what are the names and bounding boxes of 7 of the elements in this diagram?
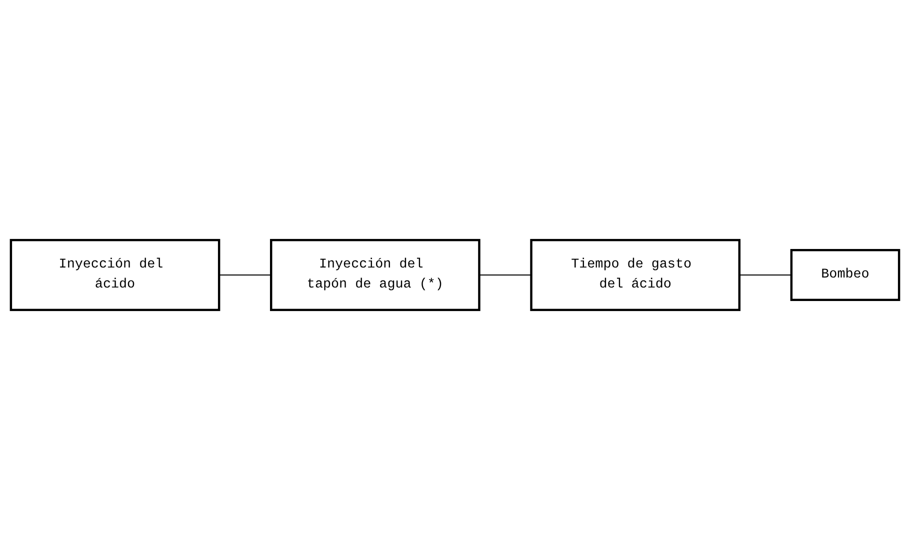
connector [478,274,532,275]
node-box: Tiempo de gasto del ácido [530,238,740,311]
node-box: Inyección del tapón de agua (*) [270,238,480,311]
node-box: Bombeo [790,248,900,301]
connector [218,274,272,275]
connector [738,274,792,275]
node-box: Inyección del ácido [10,238,220,311]
